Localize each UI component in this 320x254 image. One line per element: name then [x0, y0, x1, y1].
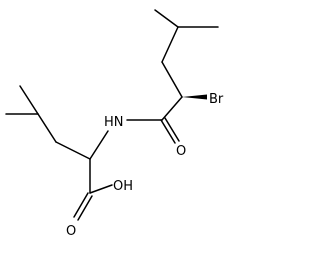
bond-carbonyl-double-a	[160, 119, 176, 144]
amide-nh-label: HN	[104, 115, 124, 130]
bond-carboxyl-double-a	[73, 192, 89, 218]
bond-alpha-to-methylene-bottom	[55, 141, 91, 160]
bond-carbonyl-double-b	[164, 117, 180, 142]
bond-carboxyl-double-b	[77, 195, 93, 221]
bond-methylene-to-methine-bottom	[37, 113, 57, 143]
bond-methine-to-methylene-top	[161, 26, 179, 63]
acid-oxygen-label: O	[66, 224, 76, 239]
bond-methyl-left-top	[154, 9, 179, 28]
bromine-label: Br	[209, 92, 224, 107]
bond-nitrogen-to-alpha-carbon	[89, 130, 109, 160]
bond-methine-to-methyl-up	[19, 85, 39, 115]
chemical-structure-diagram: Br O HN OH O	[5, 9, 224, 239]
bond-chiral-to-carbonyl	[161, 96, 183, 121]
bond-methylene-to-chiral-carbon	[161, 61, 183, 98]
acid-hydroxyl-label: OH	[113, 179, 133, 194]
bond-carboxyl-to-hydroxyl	[89, 184, 113, 194]
wedge-bond-to-bromine	[182, 94, 207, 100]
amide-oxygen-label: O	[176, 144, 186, 159]
